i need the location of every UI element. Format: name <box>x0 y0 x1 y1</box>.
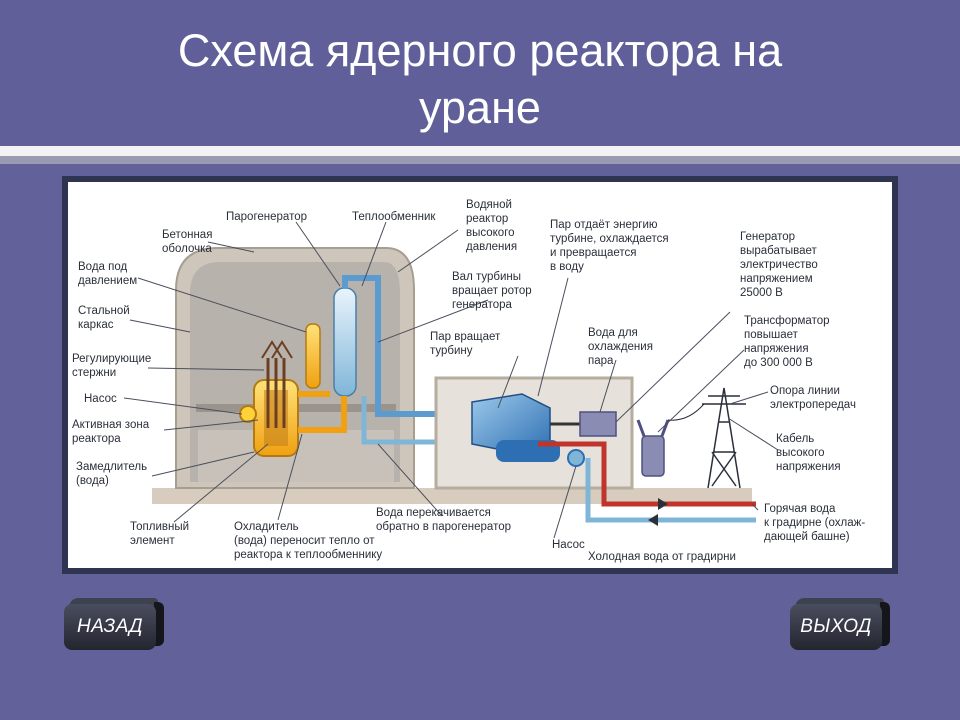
title-divider-shadow <box>0 156 960 164</box>
label-kabel-2: высокого <box>776 447 825 459</box>
label-nasos-left: Насос <box>84 393 117 405</box>
back-button[interactable]: НАЗАД <box>64 598 164 650</box>
label-opora-2: электропередач <box>770 399 856 411</box>
label-opora-1: Опора линии <box>770 385 840 397</box>
label-voda-ohl-1: Вода для <box>588 327 638 339</box>
label-trans-4: до 300 000 В <box>744 357 813 369</box>
label-par-otd-3: и превращается <box>550 247 637 259</box>
back-button-label: НАЗАД <box>77 616 143 637</box>
power-line <box>667 403 705 421</box>
label-betonnaya-1: Бетонная <box>162 229 212 241</box>
hot-water-arrow <box>658 498 668 510</box>
label-ohlad-3: реактора к теплообменнику <box>234 549 382 561</box>
label-voda-pod-2: давлением <box>78 275 137 287</box>
label-stalnoy-2: каркас <box>78 319 114 331</box>
label-regul-2: стержни <box>72 367 116 379</box>
pump-right-icon <box>567 449 585 467</box>
cold-leg-pipe <box>298 396 347 433</box>
transformer-insulators <box>636 419 670 437</box>
leader-lines <box>123 221 779 539</box>
exit-button-side <box>880 602 890 646</box>
label-par-vr-2: турбину <box>430 345 473 357</box>
label-parogenerator: Парогенератор <box>226 211 307 223</box>
exit-button[interactable]: ВЫХОД <box>790 598 890 650</box>
diagram-labels: Парогенератор Теплообменник Водяной реак… <box>72 199 865 563</box>
hot-water-pipe <box>538 441 756 507</box>
label-trans-3: напряжения <box>744 343 809 355</box>
title-divider <box>0 146 960 156</box>
label-gen-3: электричество <box>740 259 818 271</box>
label-kabel-1: Кабель <box>776 433 814 445</box>
back-button-side <box>154 602 164 646</box>
label-nasos-right: Насос <box>552 539 585 551</box>
label-vodyanoy-3: высокого <box>466 227 515 239</box>
label-regul-1: Регулирующие <box>72 353 151 365</box>
exit-button-face <box>790 604 882 650</box>
label-voda-perek-2: обратно в парогенератор <box>376 521 511 533</box>
pressurizer <box>305 323 321 389</box>
label-val-1: Вал турбины <box>452 271 521 283</box>
exit-button-label: ВЫХОД <box>800 616 872 637</box>
label-trans-2: повышает <box>744 329 799 341</box>
label-teploobmennik: Теплообменник <box>352 211 436 223</box>
label-gor-2: к градирне (охлаж- <box>764 517 865 529</box>
label-toplivny-1: Топливный <box>130 521 189 533</box>
slide-title: Схема ядерного реактора на уране <box>60 22 900 136</box>
label-val-2: вращает ротор <box>452 285 532 297</box>
diagram-frame: Парогенератор Теплообменник Водяной реак… <box>62 176 898 574</box>
label-trans-1: Трансформатор <box>744 315 830 327</box>
generator-box <box>579 411 617 437</box>
label-val-3: генератора <box>452 299 513 311</box>
label-par-otd-2: турбине, охлаждается <box>550 233 669 245</box>
label-ohlad-1: Охладитель <box>234 521 299 533</box>
label-par-otd-4: в воду <box>550 261 584 273</box>
label-voda-ohl-2: охлаждения <box>588 341 653 353</box>
label-zamed-2: (вода) <box>76 475 109 487</box>
label-voda-ohl-3: пара <box>588 355 614 367</box>
label-voda-perek-1: Вода перекачивается <box>376 507 491 519</box>
title-band <box>0 0 960 146</box>
label-ohlad-2: (вода) переносит тепло от <box>234 535 375 547</box>
back-button-face <box>64 604 156 650</box>
label-aktiv-2: реактора <box>72 433 121 445</box>
label-betonnaya-2: оболочка <box>162 243 212 255</box>
steam-generator <box>333 287 357 397</box>
label-aktiv-1: Активная зона <box>72 419 150 431</box>
control-rod-drive <box>261 340 293 359</box>
label-vodyanoy-2: реактор <box>466 213 508 225</box>
label-voda-pod-1: Вода под <box>78 261 127 273</box>
reactor-schematic: Парогенератор Теплообменник Водяной реак… <box>72 199 865 563</box>
reactor-diagram: Парогенератор Теплообменник Водяной реак… <box>68 182 892 568</box>
label-gor-1: Горячая вода <box>764 503 836 515</box>
label-par-vr-1: Пар вращает <box>430 331 501 343</box>
label-gen-1: Генератор <box>740 231 795 243</box>
label-gor-3: дающей башне) <box>764 531 850 543</box>
pump-left-icon <box>239 405 257 423</box>
transformer <box>641 435 665 477</box>
label-gen-5: 25000 В <box>740 287 783 299</box>
label-stalnoy-1: Стальной <box>78 305 130 317</box>
transmission-tower <box>702 387 746 489</box>
label-hol: Холодная вода от градирни <box>588 551 736 563</box>
slide-title-line1: Схема ядерного реактора на <box>177 25 783 76</box>
label-vodyanoy-1: Водяной <box>466 199 512 211</box>
label-kabel-3: напряжения <box>776 461 841 473</box>
label-par-otd-1: Пар отдаёт энергию <box>550 219 658 231</box>
slide-title-line2: уране <box>419 82 541 133</box>
label-zamed-1: Замедлитель <box>76 461 147 473</box>
steam-line <box>342 275 468 417</box>
label-vodyanoy-4: давления <box>466 241 517 253</box>
label-toplivny-2: элемент <box>130 535 175 547</box>
label-gen-4: напряжением <box>740 273 813 285</box>
cold-water-pipe <box>585 458 756 523</box>
cold-water-arrow <box>648 514 658 526</box>
label-gen-2: вырабатывает <box>740 245 818 257</box>
